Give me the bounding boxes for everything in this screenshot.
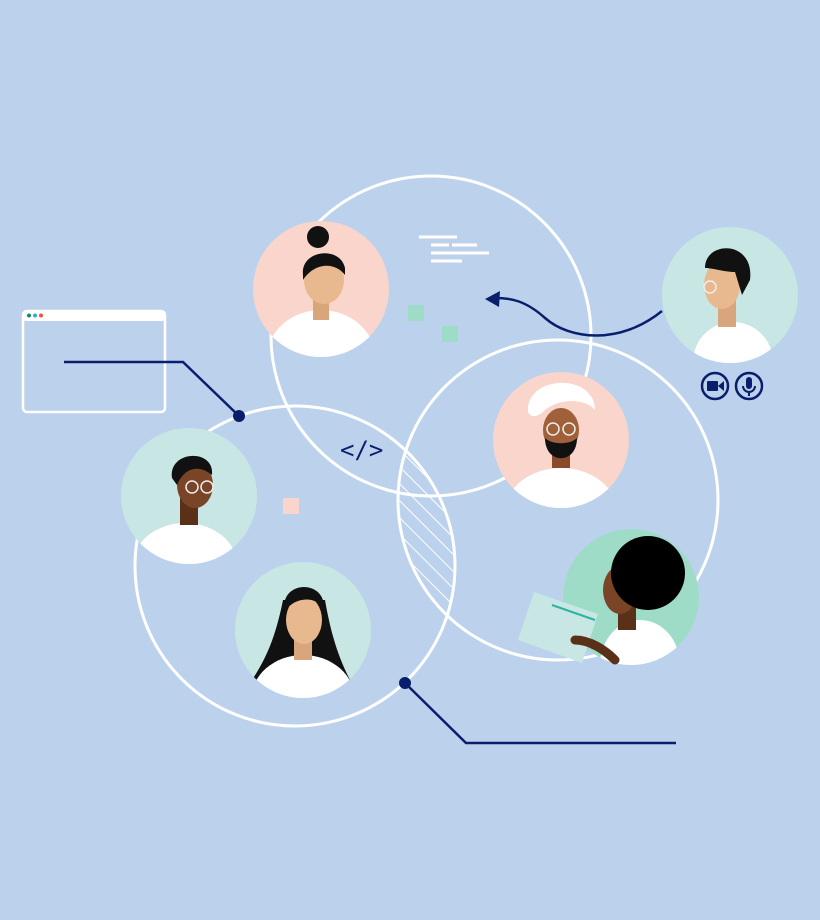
avatar-woman-long-hair [235, 562, 371, 698]
window-dot-green [27, 313, 31, 318]
decor-square [408, 305, 424, 321]
venn-circle-right [396, 338, 720, 662]
video-camera-button[interactable] [700, 371, 730, 401]
microphone-button[interactable] [734, 371, 764, 401]
window-dot-cyan [33, 313, 37, 318]
connector-line-bottom [404, 682, 676, 745]
connector-dot [233, 410, 245, 422]
venn-circle-left [133, 404, 457, 728]
connector-dot [399, 677, 411, 689]
avatar-woman-with-bun [253, 221, 389, 357]
arrow-curve [494, 296, 663, 337]
call-controls [700, 371, 764, 401]
avatar-man-with-glasses [662, 227, 798, 363]
decor-square [442, 326, 458, 342]
avatar-woman-with-afro [518, 529, 699, 665]
avatar-man-with-round-glasses [121, 428, 257, 564]
microphone-icon [746, 377, 752, 389]
code-icon: </> [340, 436, 383, 464]
connector-line-left [64, 360, 240, 417]
book-icon [518, 592, 598, 663]
code-lines [419, 235, 489, 263]
arrow-head-icon [485, 291, 500, 307]
video-camera-icon [707, 381, 718, 391]
avatar-man-with-turban [493, 372, 629, 508]
decor-square [283, 498, 299, 514]
window-dot-red [39, 313, 43, 318]
